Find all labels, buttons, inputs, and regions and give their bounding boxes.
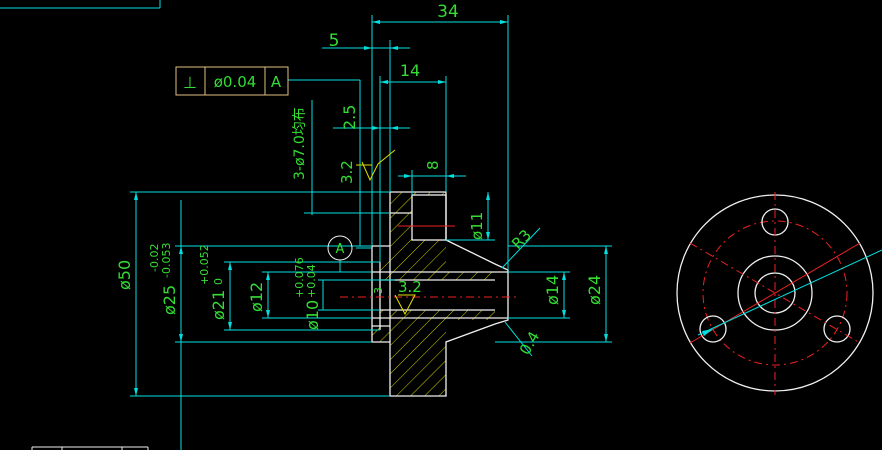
dim-dia-25: ø25 <box>160 285 179 315</box>
dim-dia-50: ø50 <box>115 260 134 290</box>
surface-finish-symbol-2 <box>394 294 416 316</box>
end-view <box>676 192 882 395</box>
dim-14: 14 <box>400 61 420 80</box>
section-outline <box>371 191 509 397</box>
datum-a-label: A <box>336 242 345 257</box>
roughness-2-label: 3.2 <box>398 278 422 296</box>
dim-dia-10-upper: +0.076 <box>293 257 306 298</box>
perpendicularity-icon: ⊥ <box>183 73 197 92</box>
dim-dia-21: ø21 <box>209 290 228 320</box>
tolerance-datum: A <box>271 73 282 91</box>
dim-small-3: 3 <box>372 287 385 294</box>
dim-dia-25-lower: -0.053 <box>160 243 173 278</box>
dim-5: 5 <box>329 31 340 51</box>
section-centerlines <box>340 225 520 298</box>
dimension-lines <box>130 15 612 450</box>
dim-chamfer-04: 0.4 <box>516 328 544 358</box>
arrowheads <box>134 20 608 396</box>
dim-overall-length: 34 <box>437 2 459 22</box>
datum-a-marker: A <box>327 235 353 261</box>
dim-8: 8 <box>424 160 442 170</box>
dim-dia-21-upper: +0.052 <box>198 244 211 285</box>
dim-dia-21-lower: 0 <box>212 278 225 285</box>
dim-dia-25-upper: -0.02 <box>148 244 161 272</box>
dim-dia-14: ø14 <box>543 275 562 305</box>
surface-finish-symbol-1 <box>356 149 396 182</box>
title-box-fragment <box>0 0 161 9</box>
dim-dia-10-lower: +0.04 <box>305 264 318 298</box>
section-hatching <box>372 192 495 396</box>
holes-note: 3-ø7.0均布 <box>292 107 308 180</box>
dim-dia-11: ø11 <box>468 212 486 240</box>
dim-radius-r3: R3 <box>508 226 535 253</box>
dim-dia-24: ø24 <box>585 275 604 305</box>
roughness-1-label: 3.2 <box>338 160 356 184</box>
geometric-tolerance-frame: ⊥ ø0.04 A <box>175 66 289 96</box>
dim-2-5: 2.5 <box>340 105 359 130</box>
dim-dia-12: ø12 <box>247 282 266 312</box>
dim-dia-10: ø10 <box>303 300 322 330</box>
title-block-fragment <box>31 446 149 450</box>
tolerance-value: ø0.04 <box>214 73 257 91</box>
